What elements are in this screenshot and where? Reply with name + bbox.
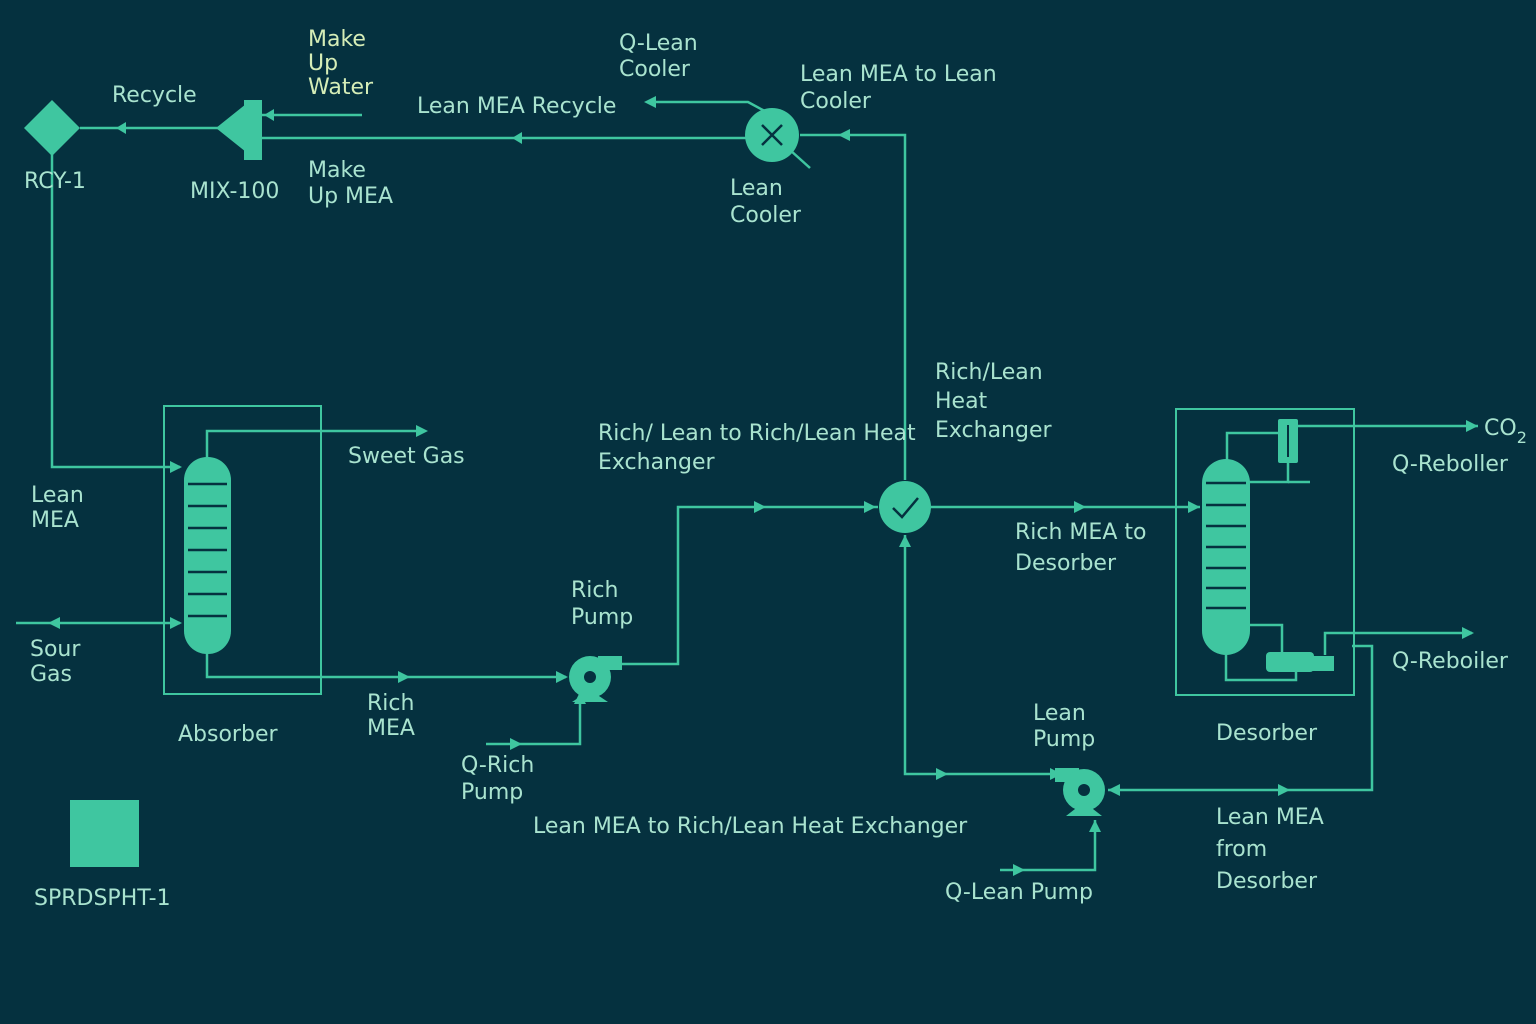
absorber-label: Absorber	[178, 722, 278, 747]
lean-cooler-label: Lean Cooler	[730, 176, 802, 228]
co2-label: CO2	[1484, 416, 1527, 447]
condenser-icon[interactable]	[1278, 419, 1298, 463]
column-icon[interactable]	[1202, 459, 1250, 655]
cooler-icon[interactable]	[745, 108, 799, 162]
make-up-mea-label: Make Up MEA	[308, 158, 393, 209]
q-rich-pump-stream[interactable]	[486, 700, 582, 746]
column-icon[interactable]	[184, 457, 231, 654]
lean-mea-label: Lean MEA	[31, 483, 91, 533]
recycle-label: Recycle	[112, 83, 197, 108]
rich-lean-to-hx-stream[interactable]	[616, 505, 878, 666]
lean-mea-stream[interactable]	[50, 150, 180, 469]
lean-mea-from-desorber-label: Lean MEA from Desorber	[1216, 805, 1331, 894]
lean-pump-label: Lean Pump	[1033, 701, 1095, 752]
rich-mea-to-desorber-label: Rich MEA to Desorber	[1015, 520, 1153, 576]
q-reboiler-label: Q-Reboiler	[1392, 649, 1509, 674]
arrow-recycle	[116, 122, 126, 134]
rich-mea-stream[interactable]	[205, 652, 566, 679]
lean-mea-to-hx-stream[interactable]	[903, 535, 1060, 776]
spreadsheet-icon[interactable]	[70, 800, 139, 867]
absorber-frame	[163, 405, 322, 695]
spreadsheet-label: SPRDSPHT-1	[34, 886, 171, 911]
mixer-icon[interactable]	[216, 100, 262, 160]
make-up-water-label: Make Up Water	[308, 27, 374, 100]
q-lean-cooler-stream[interactable]	[650, 100, 773, 117]
heat-exchanger-label: Rich/Lean Heat Exchanger	[935, 360, 1052, 443]
q-lean-cooler-label: Q-Lean Cooler	[619, 31, 705, 82]
lean-mea-to-lean-cooler-label: Lean MEA to Lean Cooler	[800, 62, 1004, 114]
q-reboiler-stream[interactable]	[1323, 631, 1472, 655]
desorber-frame	[1175, 408, 1355, 696]
rich-mea-label: Rich MEA	[367, 691, 421, 741]
lean-mea-recycle-label: Lean MEA Recycle	[417, 94, 616, 119]
q-reboiler-top-label: Q-Reboller	[1392, 452, 1509, 477]
reboiler-icon[interactable]	[1266, 652, 1334, 672]
pump-icon[interactable]	[1055, 768, 1105, 816]
lean-mea-to-hx-label: Lean MEA to Rich/Lean Heat Exchanger	[533, 814, 968, 839]
lean-mea-to-lean-cooler-stream[interactable]	[800, 133, 907, 480]
rich-lean-to-hx-label: Rich/ Lean to Rich/Lean Heat Exchanger	[598, 421, 923, 475]
q-rich-pump-label: Q-Rich Pump	[461, 753, 541, 805]
mix100-label: MIX-100	[190, 179, 279, 204]
sour-gas-label: Sour Gas	[30, 637, 87, 687]
sweet-gas-label: Sweet Gas	[348, 444, 465, 469]
q-lean-pump-label: Q-Lean Pump	[945, 880, 1093, 905]
desorber-label: Desorber	[1216, 721, 1318, 746]
heat-exchanger-icon[interactable]	[879, 481, 931, 533]
lean-mea-from-desorber-stream[interactable]	[1108, 644, 1374, 792]
sweet-gas-stream[interactable]	[205, 429, 425, 460]
pump-icon[interactable]	[569, 656, 622, 702]
rich-pump-label: Rich Pump	[571, 578, 633, 630]
diamond-recycle-icon[interactable]	[24, 100, 80, 156]
rcy1-label: RCY-1	[24, 169, 86, 194]
q-lean-pump-stream[interactable]	[1000, 820, 1097, 872]
